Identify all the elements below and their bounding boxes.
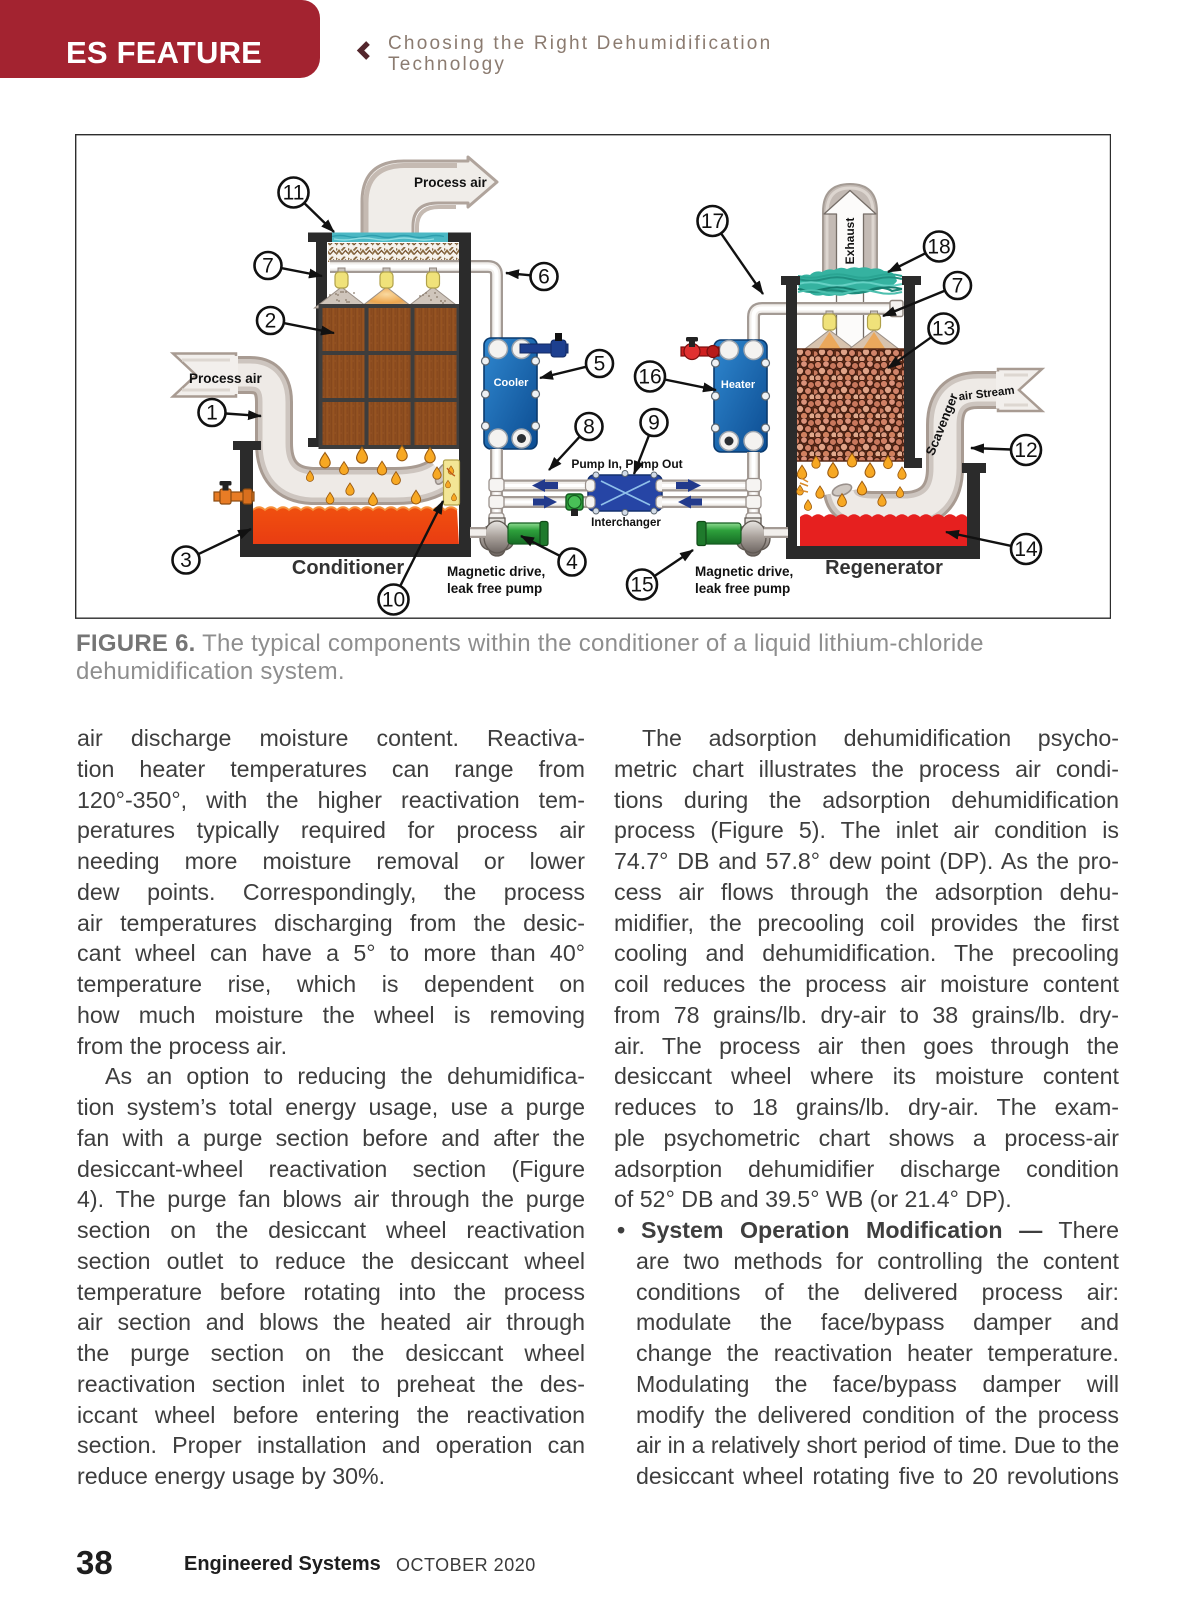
svg-text:Process air: Process air — [189, 371, 263, 386]
svg-text:leak free pump: leak free pump — [695, 581, 790, 596]
svg-text:1: 1 — [206, 402, 218, 425]
svg-text:Process air: Process air — [414, 175, 488, 190]
svg-text:Pump In, Pump Out: Pump In, Pump Out — [571, 457, 682, 471]
svg-text:Cooler: Cooler — [494, 377, 530, 389]
svg-text:5: 5 — [594, 353, 606, 376]
svg-text:9: 9 — [648, 412, 660, 435]
svg-text:17: 17 — [701, 210, 724, 233]
svg-text:10: 10 — [382, 589, 405, 612]
svg-text:4: 4 — [566, 551, 578, 574]
svg-text:11: 11 — [283, 182, 305, 205]
svg-text:13: 13 — [932, 318, 955, 341]
svg-text:leak free pump: leak free pump — [447, 581, 542, 596]
svg-text:8: 8 — [583, 416, 595, 439]
svg-text:15: 15 — [630, 574, 653, 597]
svg-text:14: 14 — [1014, 538, 1038, 561]
svg-text:Exhaust: Exhaust — [843, 218, 857, 265]
svg-text:Regenerator: Regenerator — [825, 557, 943, 579]
svg-text:6: 6 — [538, 266, 550, 289]
svg-text:12: 12 — [1014, 439, 1037, 462]
svg-text:16: 16 — [638, 366, 661, 389]
svg-text:Magnetic drive,: Magnetic drive, — [695, 564, 793, 579]
svg-text:7: 7 — [262, 255, 274, 278]
svg-text:2: 2 — [265, 310, 277, 333]
svg-text:Interchanger: Interchanger — [591, 517, 661, 529]
svg-text:7: 7 — [952, 275, 964, 298]
svg-text:Conditioner: Conditioner — [292, 557, 404, 579]
svg-text:Magnetic drive,: Magnetic drive, — [447, 564, 545, 579]
svg-text:18: 18 — [927, 236, 950, 259]
svg-text:Heater: Heater — [721, 379, 756, 391]
svg-text:3: 3 — [180, 549, 192, 572]
